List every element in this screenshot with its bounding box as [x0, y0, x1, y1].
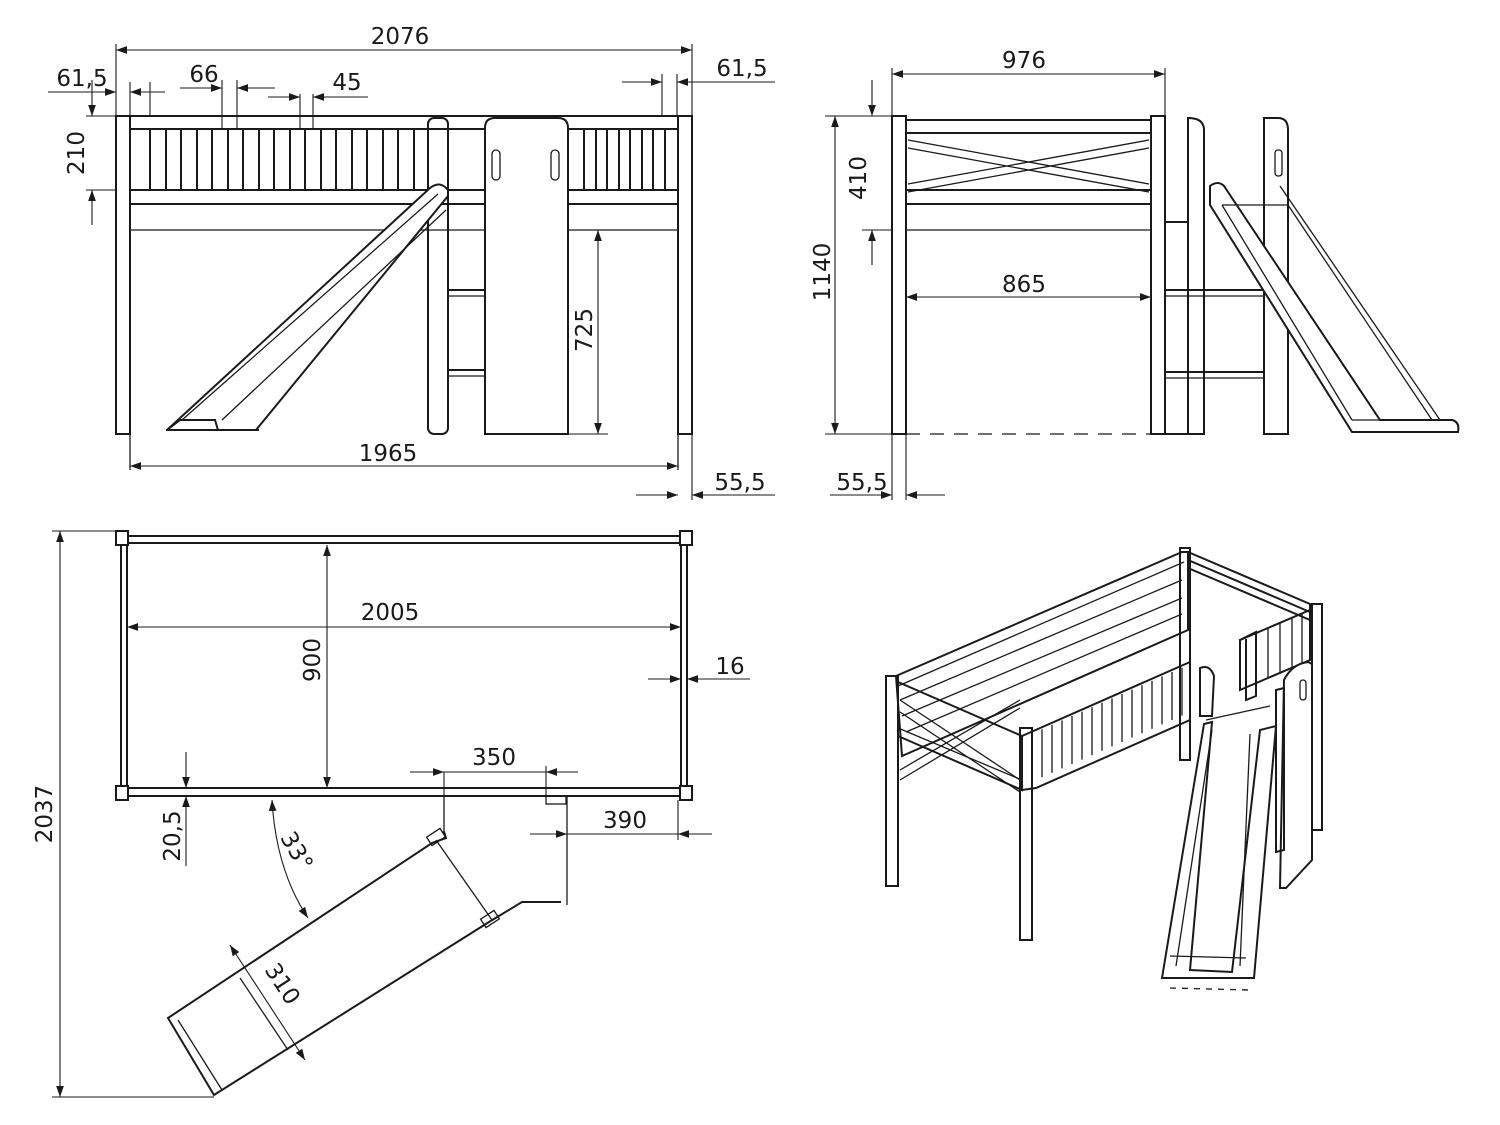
dim-top-ladder-offset: 390: [603, 808, 647, 834]
dim-side-inner-depth: 865: [1002, 272, 1046, 298]
dim-side-offset-left: 55,5: [836, 470, 887, 496]
side-view: 976 410 1140 865 55,5: [810, 48, 1460, 500]
dim-top-edge-offset: 20,5: [160, 810, 186, 861]
dim-front-platform-height: 725: [572, 308, 598, 352]
front-slat: [180, 128, 198, 191]
front-slat: [211, 128, 229, 191]
front-view: 2076 61,5 66 45 61,5 210 725 1965: [48, 24, 775, 500]
dim-top-slide-width: 310: [259, 959, 305, 1010]
front-slat: [652, 128, 666, 191]
front-slat: [629, 128, 643, 191]
dim-top-inner-depth: 900: [300, 638, 326, 682]
front-slat: [304, 128, 322, 191]
dim-front-offset-right: 55,5: [714, 470, 765, 496]
front-slat: [335, 128, 353, 191]
dim-front-slat-width: 66: [189, 62, 218, 88]
top-view: 2005 900 16 2037 350 390 20,5 33° 310: [32, 530, 750, 1098]
front-slat: [397, 128, 415, 191]
front-slat: [149, 128, 167, 191]
front-slat: [606, 128, 620, 191]
dim-top-side-board: 16: [715, 654, 744, 680]
isometric-view: [885, 547, 1323, 991]
dim-side-overall-depth: 976: [1002, 48, 1046, 74]
dim-front-post-right: 61,5: [716, 56, 767, 82]
front-rail-slats: [149, 128, 666, 191]
dim-top-ladder-width: 350: [472, 745, 516, 771]
dim-top-overall-length: 2037: [32, 785, 58, 844]
dim-front-inner-width: 1965: [359, 441, 418, 467]
dim-front-slat-gap: 45: [332, 70, 361, 96]
dim-side-overall-height: 1140: [810, 243, 836, 302]
dim-front-rail-height: 210: [64, 131, 90, 175]
front-slat: [583, 128, 597, 191]
dim-side-rail-height: 410: [846, 156, 872, 200]
iso-rail-slats: [1041, 667, 1183, 778]
dim-top-slide-angle: 33°: [275, 827, 318, 875]
dim-front-overall-width: 2076: [371, 24, 430, 50]
dim-front-post-left: 61,5: [56, 66, 107, 92]
front-slat: [273, 128, 291, 191]
front-slat: [242, 128, 260, 191]
dim-top-inner-length: 2005: [361, 600, 420, 626]
front-slat: [366, 128, 384, 191]
